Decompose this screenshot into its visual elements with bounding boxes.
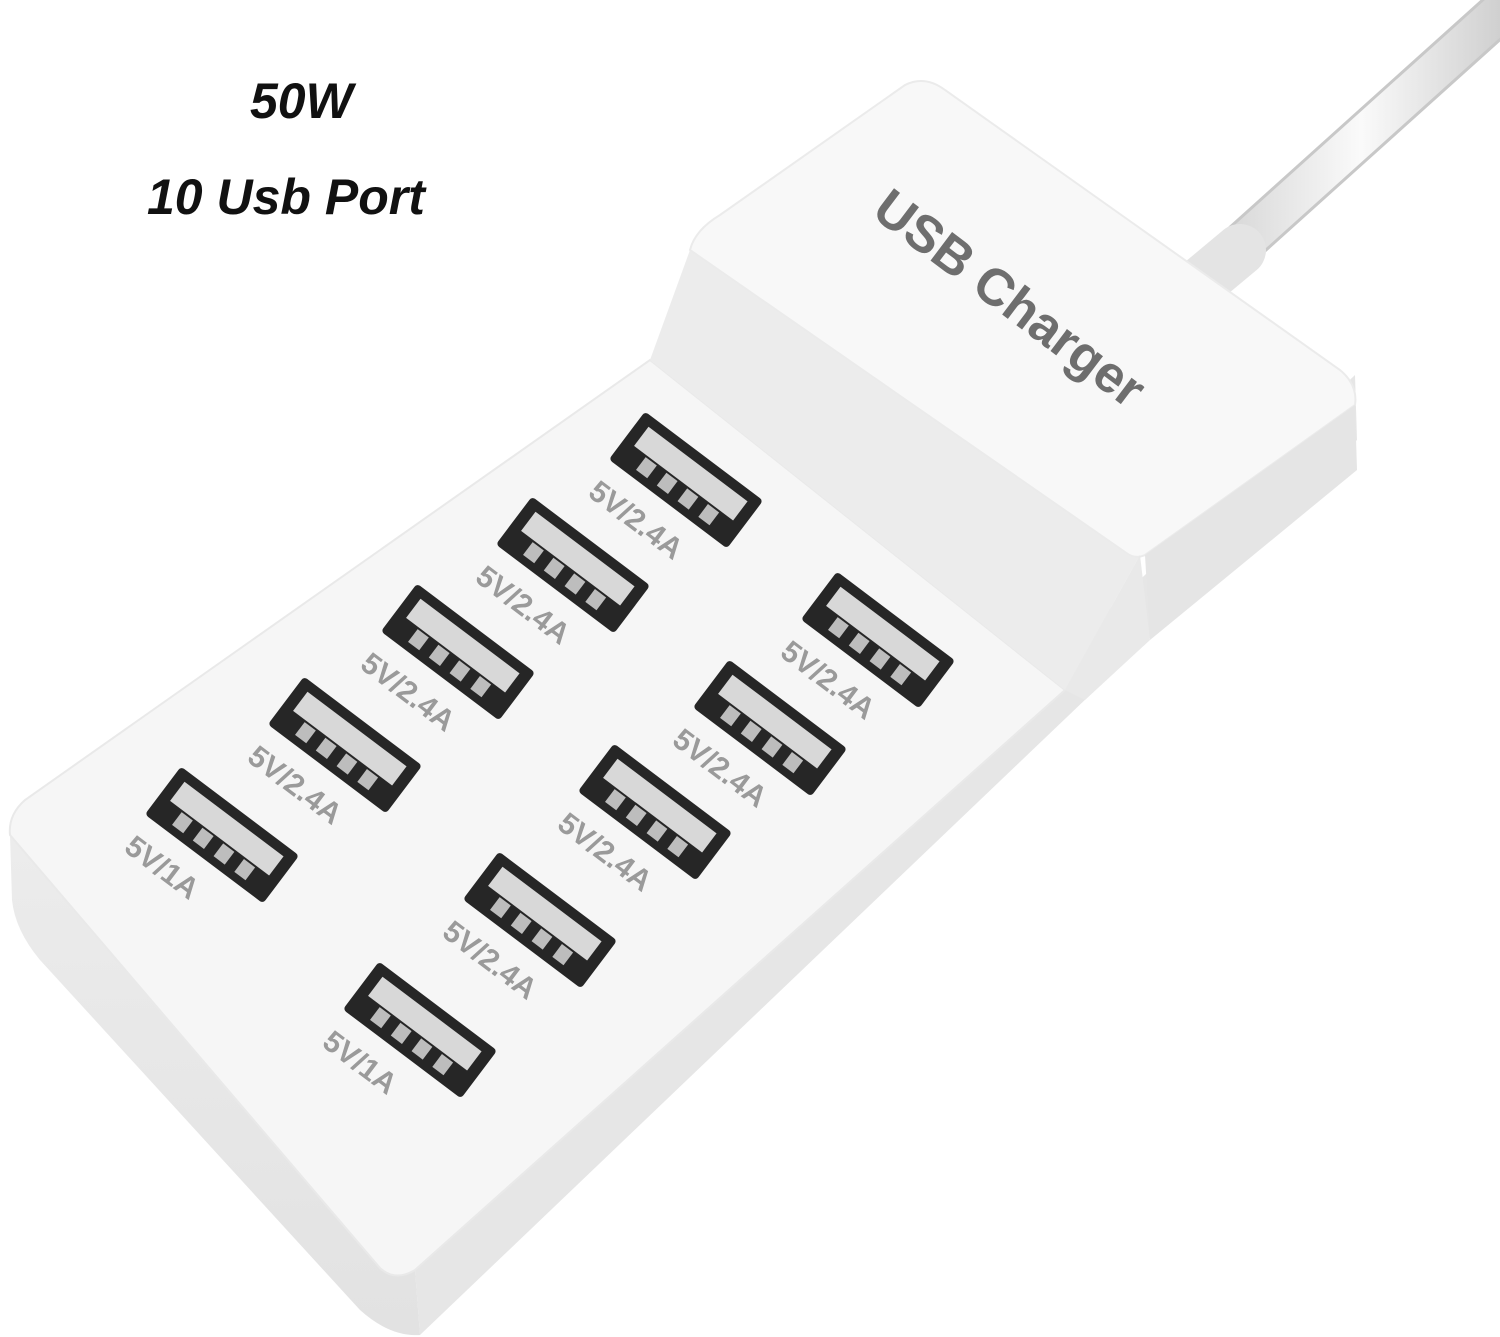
usb-port-tongue [406, 598, 520, 693]
usb-port-pin [428, 644, 450, 666]
usb-port-pin [336, 753, 358, 775]
usb-port-tongue [293, 691, 407, 786]
usb-port-pin [890, 664, 912, 686]
power-cable [1154, 0, 1500, 326]
usb-port-pin [740, 720, 762, 742]
usb-port-tongue [634, 426, 748, 521]
usb-port-pin [564, 573, 586, 595]
usb-port-pin [510, 912, 532, 934]
usb-port-pin [552, 944, 574, 966]
usb-port-pin [490, 897, 511, 919]
usb-port-tongue [170, 781, 284, 876]
usb-port-pin [213, 843, 235, 865]
usb-port-tongue [368, 976, 482, 1071]
port-count-title: 10 Usb Port [147, 169, 425, 225]
usb-port: 5V/1A [119, 768, 298, 906]
usb-port-pin [698, 504, 720, 526]
usb-port-pin [172, 812, 193, 834]
usb-port-pin [411, 1038, 433, 1060]
charger-body [8, 80, 1357, 1336]
usb-port-pin [625, 804, 647, 826]
usb-port-pin [667, 836, 689, 858]
usb-port-pin [543, 557, 565, 579]
usb-port-pin [720, 705, 741, 727]
usb-port-pin [605, 789, 626, 811]
usb-port-pin [869, 648, 891, 670]
usb-port-pin [677, 488, 699, 510]
usb-port-pin [531, 928, 553, 950]
usb-port-pin [315, 737, 337, 759]
usb-port-pin [432, 1054, 454, 1076]
usb-port-pin [295, 722, 316, 744]
usb-port-pin [192, 827, 214, 849]
usb-port-pin [656, 472, 678, 494]
usb-port-pin [585, 589, 607, 611]
usb-port-pin [449, 660, 471, 682]
usb-port-tongue [521, 511, 635, 606]
usb-port-tongue [488, 866, 602, 961]
usb-port-pin [646, 820, 668, 842]
usb-port-pin [848, 632, 870, 654]
usb-port-pin [636, 457, 657, 479]
usb-port-pin [828, 617, 849, 639]
usb-port-pin [761, 736, 783, 758]
usb-port-pin [234, 859, 256, 881]
usb-port-tongue [718, 674, 832, 769]
usb-port-pin [470, 676, 492, 698]
usb-port-tongue [603, 758, 717, 853]
usb-port-pin [782, 752, 804, 774]
usb-port-tongue [826, 586, 940, 681]
power-rating-title: 50W [250, 73, 353, 129]
usb-port-pin [357, 769, 379, 791]
usb-port-pin [390, 1022, 412, 1044]
usb-port-pin [370, 1007, 391, 1029]
usb-port-pin [523, 542, 544, 564]
usb-port-pin [408, 629, 429, 651]
